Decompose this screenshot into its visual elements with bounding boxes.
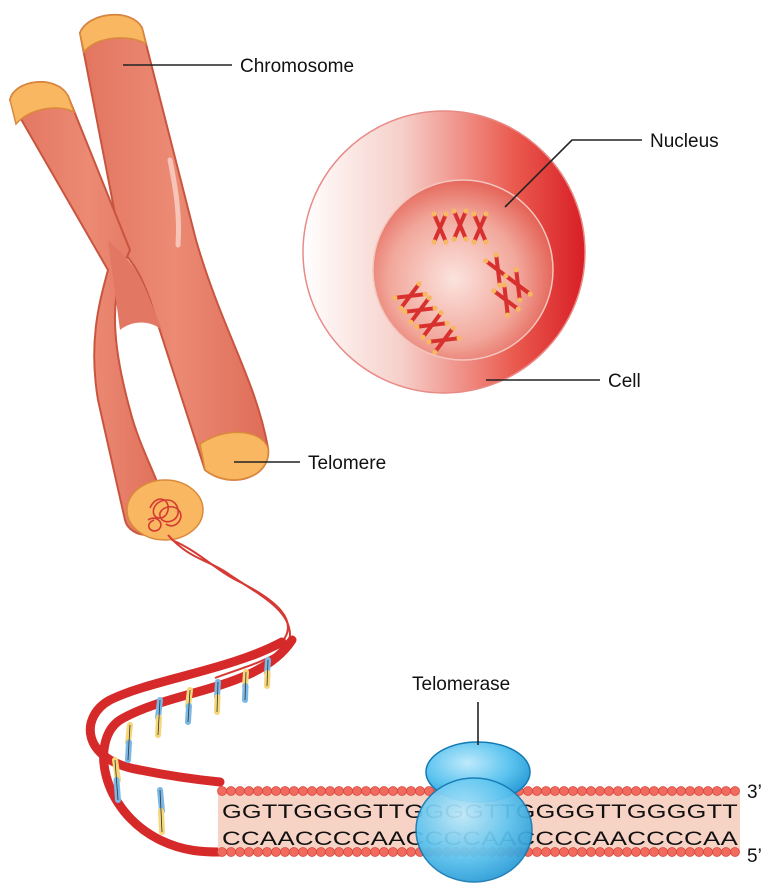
backbone-bead [686,787,695,796]
backbone-bead [704,787,713,796]
backbone-bead [371,787,380,796]
backbone-bead [245,787,254,796]
telomere-cap-bottom-right [200,432,268,480]
backbone-bead [569,787,578,796]
backbone-bead [236,787,245,796]
backbone-bead [398,787,407,796]
backbone-bead [344,787,353,796]
backbone-bead [407,787,416,796]
three-prime-end-label: 3’ [747,782,762,803]
telomerase-lower-lobe [416,778,532,882]
backbone-bead [362,787,371,796]
base-pair [128,725,130,760]
base-pair [245,672,246,700]
backbone-bead [524,787,533,796]
backbone-bead [389,787,398,796]
backbone-bead [416,787,425,796]
backbone-bead [263,787,272,796]
base-pair [115,760,118,800]
backbone-bead [578,787,587,796]
backbone-bead [281,787,290,796]
backbone-bead [272,787,281,796]
telomerase-label: Telomerase [412,674,510,695]
backbone-bead [677,787,686,796]
backbone-bead [317,787,326,796]
backbone-bead [560,787,569,796]
backbone-bead [308,787,317,796]
chromosome-label: Chromosome [240,56,354,77]
chromosome-icon [10,15,268,540]
base-pair [217,682,218,712]
backbone-bead [335,787,344,796]
base-pair [188,690,190,722]
backbone-bead [695,787,704,796]
telomerase-enzyme-icon [416,742,532,882]
backbone-bead [542,787,551,796]
base-pair [160,790,162,832]
five-prime-end-label: 5’ [747,846,762,867]
backbone-bead [623,787,632,796]
backbone-bead [290,787,299,796]
backbone-bead [218,787,227,796]
backbone-bead [668,787,677,796]
backbone-bead [227,787,236,796]
backbone-bead [533,787,542,796]
base-pair [158,700,160,735]
backbone-bead [551,787,560,796]
nucleus [373,180,553,360]
backbone-bead [326,787,335,796]
backbone-bead [650,787,659,796]
backbone-bead [659,787,668,796]
backbone-bead [632,787,641,796]
backbone-bead [596,787,605,796]
backbone-bead [614,787,623,796]
backbone-bead [380,787,389,796]
cell-label: Cell [608,371,641,392]
backbone-bead [731,787,740,796]
backbone-bead [605,787,614,796]
backbone-bead [722,787,731,796]
telomere-cap-bottom-left [127,480,203,540]
backbone-bead [587,787,596,796]
backbone-bead [299,787,308,796]
telomere-label: Telomere [308,453,386,474]
nucleus-label: Nucleus [650,131,719,152]
base-pair [267,660,268,686]
backbone-bead [713,787,722,796]
backbone-bead [353,787,362,796]
backbone-bead [254,787,263,796]
backbone-bead [641,787,650,796]
cell-icon [303,111,585,393]
